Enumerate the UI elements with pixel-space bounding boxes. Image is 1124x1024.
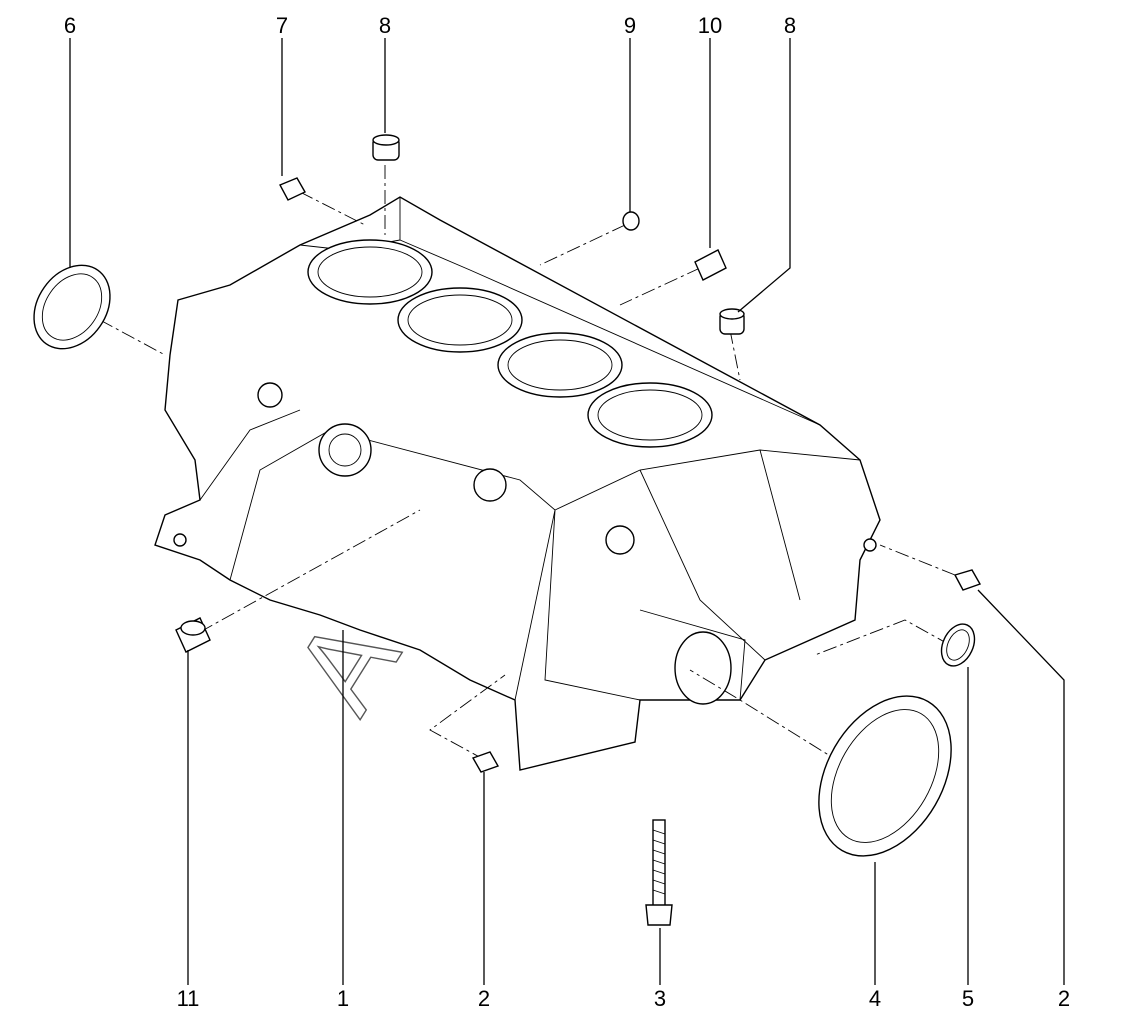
part-2b-dowel [953,569,982,591]
part-7-dowel [279,177,306,201]
callout-8b: 8 [784,13,796,38]
callout-1: 1 [337,986,349,1011]
callout-4: 4 [869,986,881,1011]
callout-8: 8 [379,13,391,38]
callout-leaders [69,38,1065,985]
callout-2: 2 [478,986,490,1011]
callout-labels: 6 7 8 9 10 8 11 1 2 3 4 5 2 [64,13,1070,1011]
callout-10: 10 [698,13,722,38]
part-6-oil-seal [33,264,111,350]
part-5-seal [940,623,976,667]
engine-block [154,196,881,771]
callout-5: 5 [962,986,974,1011]
cylinder-bore-1 [307,239,433,305]
cylinder-bore-4 [587,382,713,448]
callout-6: 6 [64,13,76,38]
part-3-bolt [645,819,673,926]
callout-11: 11 [177,986,200,1011]
part-8b-plug [719,308,745,335]
crankshaft-bore [674,631,732,705]
part-11-drain-plug [175,617,211,653]
part-2a-dowel [471,751,500,773]
assembly-axes [99,165,956,791]
part-9-plug [622,211,640,231]
callout-2b: 2 [1058,986,1070,1011]
part-10-plug [694,249,727,281]
cylinder-bore-3 [497,332,623,398]
part-4-rear-seal [818,695,952,857]
callout-3: 3 [654,986,666,1011]
callout-9: 9 [624,13,636,38]
part-8a-plug [372,134,400,161]
callout-7: 7 [276,13,288,38]
cylinder-bore-2 [397,287,523,353]
